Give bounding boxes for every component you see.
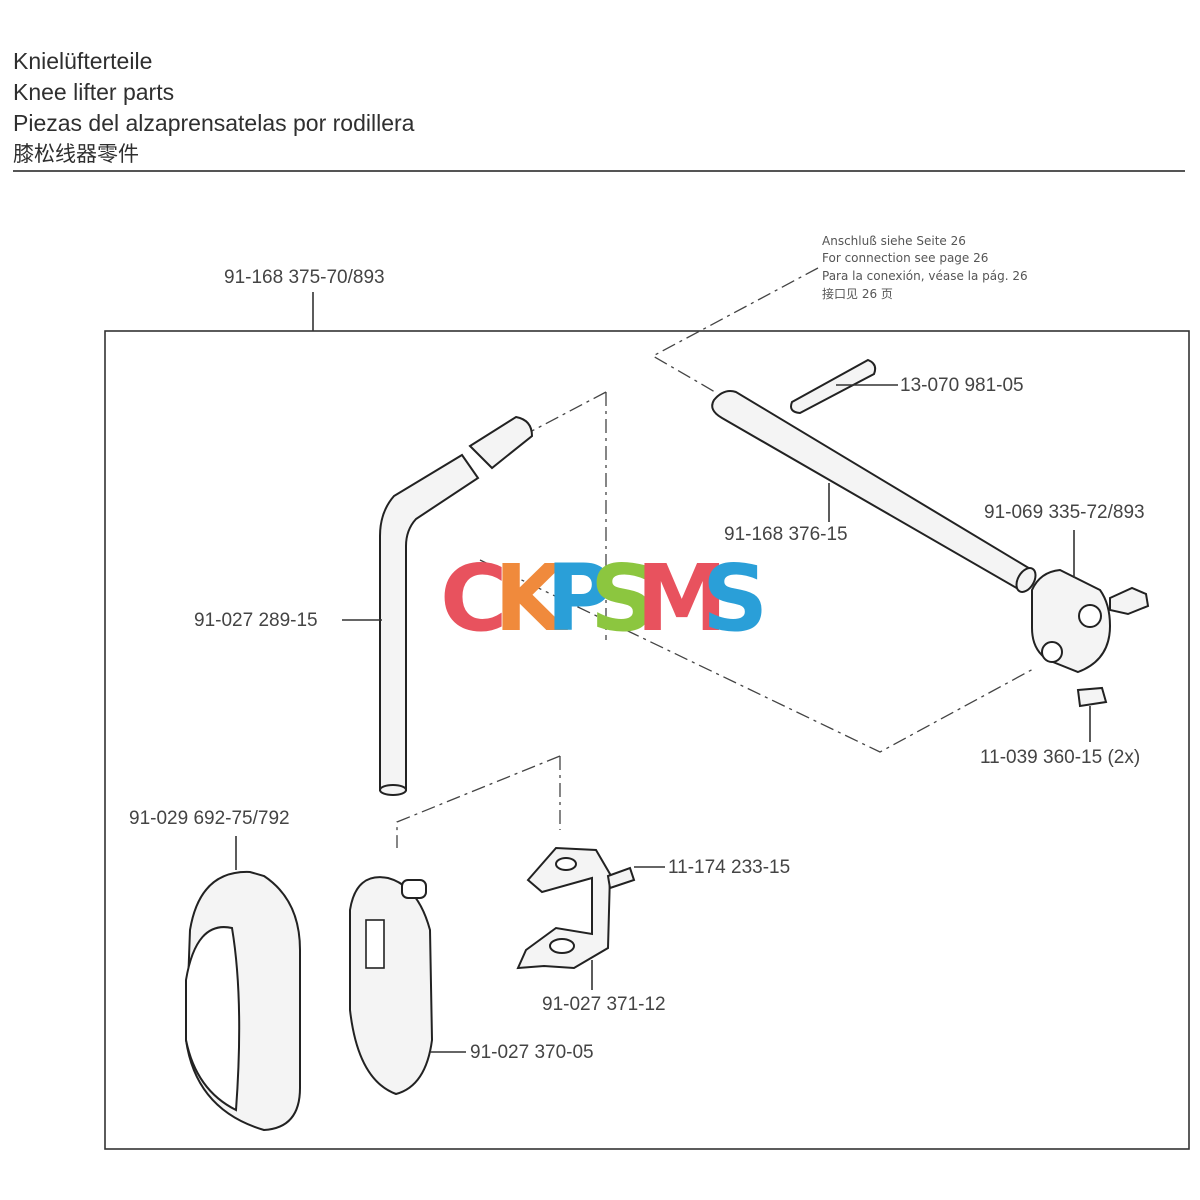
title-english: Knee lifter parts	[13, 79, 175, 105]
bracket-screw	[606, 866, 636, 890]
watermark-letter: S	[702, 545, 766, 652]
label-clamp-collar: 91-069 335-72/893	[984, 502, 1145, 523]
assembly-frame	[104, 330, 1190, 1150]
note-es: Para la conexión, véase la pág. 26	[822, 269, 1028, 283]
label-knee-pad: 91-029 692-75/792	[129, 808, 290, 829]
bracket-body	[516, 846, 612, 970]
label-knee-rod: 91-027 289-15	[194, 610, 318, 631]
shaft-end	[1015, 567, 1037, 593]
watermark-letter: C	[440, 545, 506, 652]
knee-rod-top	[468, 415, 534, 470]
pin-body	[790, 358, 877, 415]
watermark-logo: C K P S M S	[440, 545, 768, 652]
title-chinese: 膝松线器零件	[13, 142, 139, 166]
label-shaft: 91-168 376-15	[724, 524, 848, 545]
watermark-letter: P	[546, 545, 611, 652]
bracket-hole-bottom	[549, 938, 575, 954]
knee-plate-body	[349, 876, 434, 1096]
clamp-screw-head-bottom	[1076, 686, 1108, 708]
clamp-collar-bore	[1041, 641, 1063, 663]
label-bracket-screw: 11-174 233-15	[668, 857, 790, 878]
label-bracket: 91-027 371-12	[542, 994, 666, 1015]
knee-pad-face	[185, 926, 241, 1112]
knee-rod-body	[379, 453, 480, 791]
knee-plate-hub	[401, 879, 427, 899]
label-pin: 13-070 981-05	[900, 375, 1024, 396]
label-screw: 11-039 360-15 (2x)	[980, 747, 1140, 768]
watermark-letter: S	[590, 545, 654, 652]
title-spanish: Piezas del alzaprensatelas por rodillera	[13, 110, 415, 136]
knee-rod-end	[379, 784, 407, 796]
bracket-hole-top	[555, 857, 577, 871]
label-assembly: 91-168 375-70/893	[224, 267, 385, 288]
note-en: For connection see page 26	[822, 251, 988, 265]
title-german: Knielüfterteile	[13, 48, 153, 74]
watermark-letter: M	[636, 545, 726, 652]
header-divider	[13, 170, 1185, 172]
watermark-letter: K	[494, 545, 569, 652]
bracket-dashline	[396, 755, 561, 848]
note-de: Anschluß siehe Seite 26	[822, 234, 966, 248]
collar-dashline	[479, 559, 1036, 753]
clamp-collar-hole	[1078, 604, 1102, 628]
label-knee-plate: 91-027 370-05	[470, 1042, 594, 1063]
connection-dashline	[651, 267, 819, 393]
clamp-screw-head-right	[1109, 586, 1150, 616]
note-zh: 接口见 26 页	[822, 286, 893, 301]
knee-plate-logo	[365, 919, 385, 969]
